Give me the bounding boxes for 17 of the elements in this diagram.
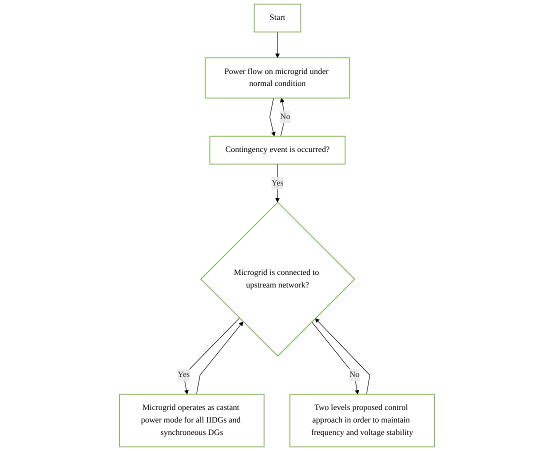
node-box: Microgrid operates as castant power mode for all IIDGs and synchroneous DGs [119,394,264,448]
edge-label: No [349,370,360,380]
arrow [183,318,240,394]
node-diamond: Microgrid is connected to upstream network? [200,202,356,357]
node-box: Power flow on microgrid under normal condition [204,57,350,98]
arrow [270,98,276,136]
node-box: Start [254,4,302,32]
arrow [275,164,280,202]
node-box: Two levels proposed control approach in order to maintain frequency and voltage stability [290,394,435,448]
arrow [314,318,370,394]
node-box: Contingency event is occurred? [209,136,346,164]
arrow [196,322,244,394]
arrow [311,322,360,394]
edge-label: Yes [271,178,284,188]
edge-label: No [280,112,290,122]
arrow [275,32,280,58]
edge-label: Yes [178,370,190,380]
